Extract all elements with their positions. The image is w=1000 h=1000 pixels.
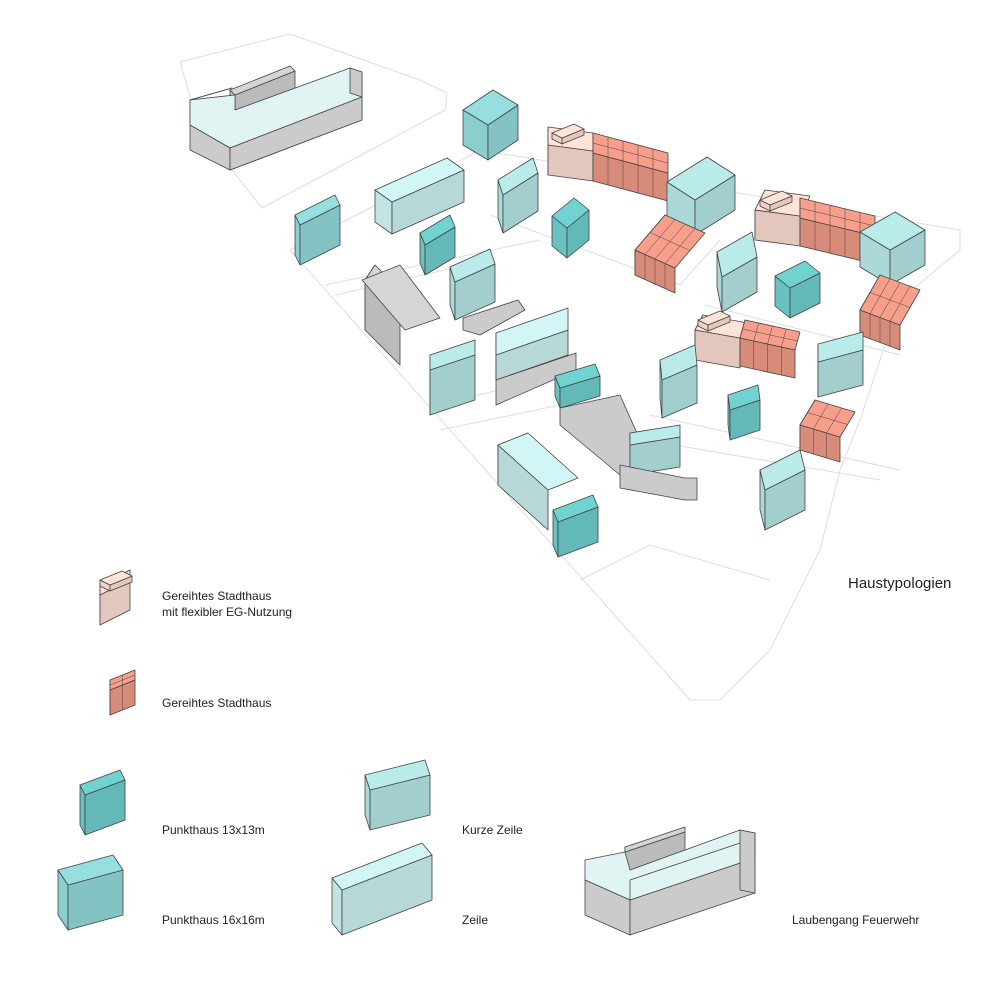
site-line-west-diagonal (289, 249, 691, 701)
site-line-block-4 (644, 439, 881, 481)
grey-link-lower (559, 394, 641, 476)
punkthaus-16-west-top-face (294, 194, 341, 226)
punkthaus-13-b2-top-face (774, 260, 821, 289)
kurze-zeile-lower-b-top-face (629, 424, 681, 446)
zeile-lower-b-top-face (497, 432, 579, 491)
punkthaus-13-south-top-face (552, 494, 599, 523)
site-line-south (579, 544, 771, 581)
kurze-zeile-lower-a-top-face (429, 339, 476, 371)
punkthaus-13-b1-top-face (551, 197, 590, 229)
kurze-zeile-b2-e-top-face (859, 211, 926, 251)
punkthaus-13-lower-top-face (554, 363, 601, 389)
site-line-block-3 (649, 414, 901, 471)
legend-label-punkthaus-13: Punkthaus 13x13m (162, 823, 265, 837)
stadthaus-b3-south-roof-ridge (807, 412, 848, 425)
punkthaus-16-north-top-face (462, 89, 519, 126)
stadthaus-b2-roof-ridge (799, 207, 876, 227)
legend-punkthaus-16-icon-top-face (57, 854, 124, 886)
stadthaus-b1-south-roof-ridge (649, 232, 691, 251)
legend-label-punkthaus-16: Punkthaus 16x16m (162, 913, 265, 927)
stadthaus-flex-b1-roofbox-top-face (551, 123, 585, 139)
legend-zeile-icon-top-face (331, 842, 433, 891)
stadthaus-flex-b3-roofbox-top-face (697, 310, 731, 326)
kurze-zeile-mid-a-top-face (449, 248, 496, 283)
kurze-zeile-b2-w-top-face (716, 231, 758, 278)
grey-block-mid-top (361, 264, 441, 331)
kurze-zeile-b3-w-top-face (659, 344, 698, 381)
stadthaus-b2-south-roof-ridge (869, 292, 911, 308)
legend-icons (57, 569, 756, 936)
diagram-title: Haustypologien (848, 575, 952, 592)
legend-kurze-zeile-icon-top-face (364, 759, 431, 791)
legend-label-flex-line1: Gereihtes Stadthaus (162, 589, 272, 603)
legend-laubengang-grey-back-top-face (624, 826, 686, 853)
stadthaus-flex-b2-roofbox-top-face (759, 190, 793, 206)
laubengang-base-front (229, 96, 363, 171)
punkthaus-13-b3-top-face (727, 384, 761, 411)
legend-label-stadthaus: Gereihtes Stadthaus (162, 696, 272, 710)
building-blocks (189, 65, 926, 558)
legend-laubengang-end-cap (739, 829, 756, 894)
zeile-north-top-face (374, 157, 465, 203)
zeile-lower-a-top-face (495, 307, 569, 356)
kurze-zeile-lower-b-base (619, 464, 698, 501)
laubengang-end-cap (349, 67, 363, 98)
laubengang-wing-top-face (189, 87, 233, 101)
stadthaus-b1-roof-ridge (592, 142, 669, 164)
site-line-inner-a (439, 404, 561, 431)
laubengang-grey-back-top-face (229, 65, 296, 96)
punkthaus-13-mid-top-face (419, 214, 456, 246)
legend-label-kurze-zeile: Kurze Zeile (462, 823, 523, 837)
legend-stadthaus-flex-roofbox-icon-top-face (99, 570, 133, 586)
kurze-zeile-south-top-face (759, 449, 806, 491)
legend-punkthaus-13-icon-top-face (79, 769, 126, 796)
kurze-zeile-mid-a-base (462, 299, 526, 336)
legend-stadthaus-icon-roof-ridge (109, 674, 136, 686)
legend-label-flex-line2: mit flexibler EG-Nutzung (162, 605, 293, 619)
kurze-zeile-b1-w-top-face (497, 157, 539, 196)
legend-label-zeile: Zeile (462, 913, 489, 927)
legend-label-laubengang: Laubengang Feuerwehr (792, 913, 920, 927)
stadthaus-b3-roof-ridge (742, 328, 798, 342)
kurze-zeile-b3-e-top-face (817, 331, 864, 363)
site-line-block-2 (704, 304, 901, 356)
kurze-zeile-b1-e-top-face (666, 156, 736, 201)
